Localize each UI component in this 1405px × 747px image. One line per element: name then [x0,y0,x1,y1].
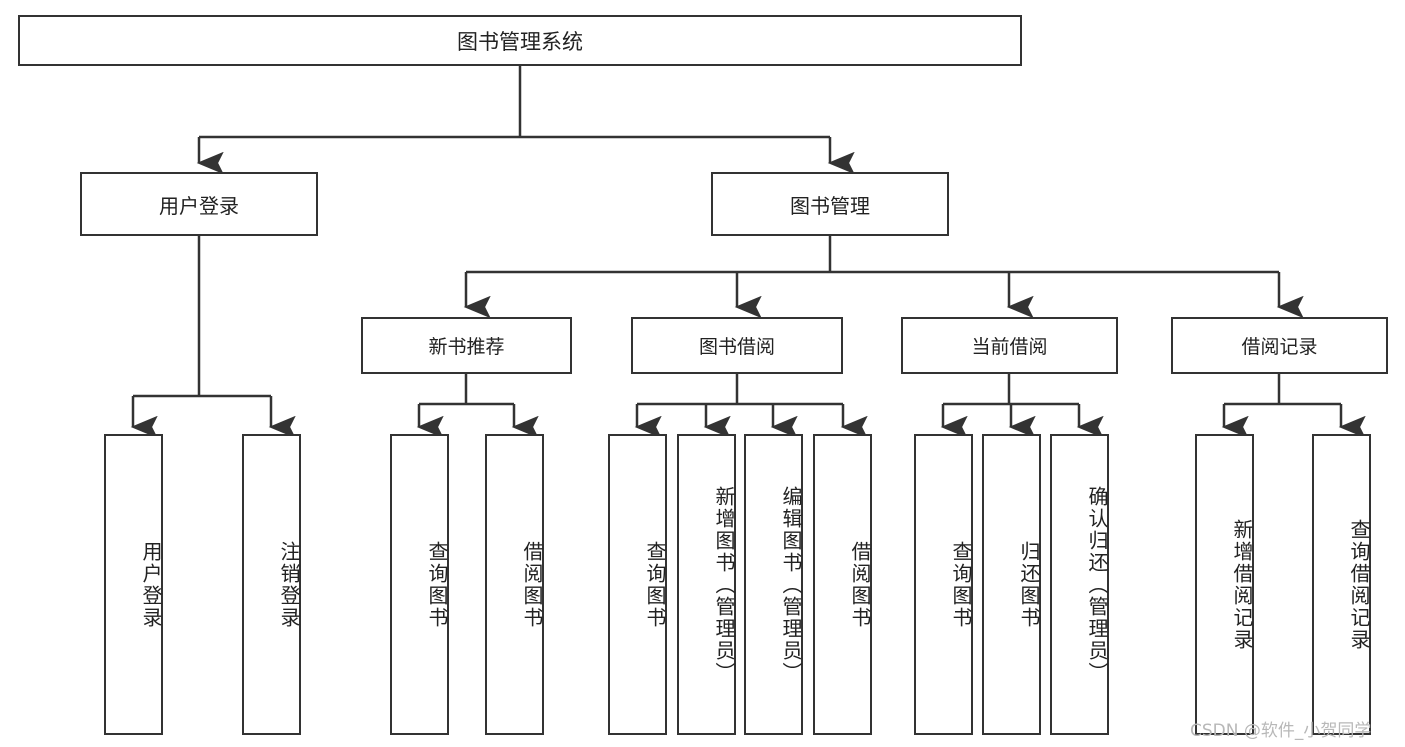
node-label: 确认归还（管理员） [1085,485,1109,684]
node-label: 用户登录 [159,193,239,218]
leaf-book-borrow-edit[interactable]: 编辑图书（管理员） [744,434,803,735]
node-label: 新增借阅记录 [1230,518,1254,651]
leaf-current-borrow-return[interactable]: 归还图书 [982,434,1041,735]
leaf-new-book-borrow[interactable]: 借阅图书 [485,434,544,735]
node-label: 图书借阅 [698,336,775,358]
node-label: 查询借阅记录 [1347,518,1371,651]
leaf-book-borrow-add[interactable]: 新增图书（管理员） [677,434,736,735]
node-label: 查询图书 [643,540,667,629]
node-label: 借阅记录 [1241,336,1318,358]
leaf-new-book-query[interactable]: 查询图书 [390,434,449,735]
node-user-login[interactable]: 用户登录 [80,172,318,236]
node-label: 新书推荐 [428,336,505,358]
node-label: 用户登录 [139,540,163,629]
node-borrow-record[interactable]: 借阅记录 [1171,317,1388,374]
node-root-system[interactable]: 图书管理系统 [18,15,1022,66]
leaf-current-borrow-query[interactable]: 查询图书 [914,434,973,735]
node-label: 借阅图书 [520,540,544,629]
node-label: 注销登录 [277,540,301,629]
leaf-book-borrow-query[interactable]: 查询图书 [608,434,667,735]
node-label: 图书管理 [790,193,870,218]
node-label: 归还图书 [1017,540,1041,629]
leaf-user-login-login[interactable]: 用户登录 [104,434,163,735]
watermark: CSDN @软件_小贺同学 [1190,721,1372,741]
leaf-user-login-logout[interactable]: 注销登录 [242,434,301,735]
leaf-borrow-record-query[interactable]: 查询借阅记录 [1312,434,1371,735]
node-label: 当前借阅 [971,336,1048,358]
node-book-borrow[interactable]: 图书借阅 [631,317,843,374]
leaf-current-borrow-confirm-return[interactable]: 确认归还（管理员） [1050,434,1109,735]
leaf-book-borrow-borrow[interactable]: 借阅图书 [813,434,872,735]
node-label: 编辑图书（管理员） [779,485,803,684]
leaf-borrow-record-add[interactable]: 新增借阅记录 [1195,434,1254,735]
node-current-borrow[interactable]: 当前借阅 [901,317,1118,374]
node-label: 新增图书（管理员） [712,485,736,684]
node-label: 查询图书 [425,540,449,629]
node-label: 借阅图书 [848,540,872,629]
node-label: 查询图书 [949,540,973,629]
node-label: 图书管理系统 [457,29,583,54]
node-new-book-recommend[interactable]: 新书推荐 [361,317,572,374]
node-book-management[interactable]: 图书管理 [711,172,949,236]
